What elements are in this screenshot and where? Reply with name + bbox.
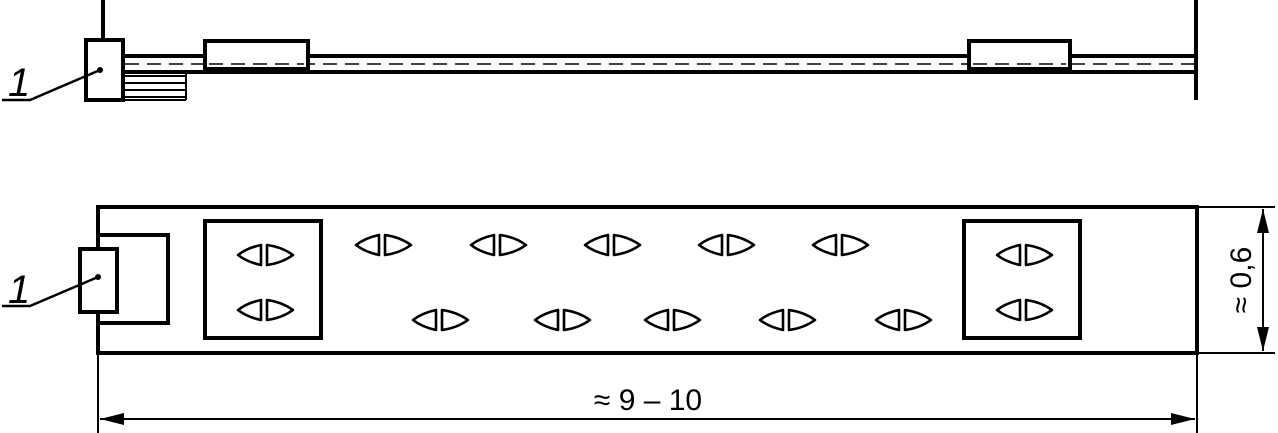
diode-arrow-symbol <box>697 233 756 257</box>
width-dimension-label: ≈ 0,6 <box>1225 247 1258 314</box>
top-left-pad <box>203 219 323 340</box>
top-callout-label: 1 <box>8 268 30 312</box>
diode-arrow-symbol <box>758 308 817 332</box>
diode-arrow-symbol <box>236 243 295 267</box>
side-view <box>2 0 1198 102</box>
diode-arrow-symbol <box>811 233 870 257</box>
diode-arrow-symbol <box>995 243 1054 267</box>
width-arrow-top <box>1257 209 1269 233</box>
symbol-group <box>236 233 1054 332</box>
diode-arrow-symbol <box>411 308 470 332</box>
side-hatched-block <box>125 72 187 101</box>
diode-arrow-symbol <box>874 308 933 332</box>
diode-arrow-symbol <box>354 233 413 257</box>
diode-arrow-symbol <box>583 233 642 257</box>
diode-arrow-symbol <box>533 308 592 332</box>
diode-arrow-symbol <box>643 308 702 332</box>
dimensions <box>97 206 1275 433</box>
length-arrow-left <box>100 413 124 425</box>
width-arrow-bottom <box>1257 327 1269 351</box>
top-clip <box>78 247 119 314</box>
diode-arrow-symbol <box>469 233 528 257</box>
top-view <box>2 205 1199 355</box>
top-callout-leader <box>2 275 99 308</box>
diode-arrow-symbol <box>995 298 1054 322</box>
side-left-pad <box>203 39 310 71</box>
top-right-pad <box>962 219 1082 340</box>
side-callout-label: 1 <box>8 61 30 105</box>
side-callout-leader <box>2 68 101 102</box>
side-clip <box>84 38 125 102</box>
side-right-pad <box>967 39 1072 71</box>
length-dimension-label: ≈ 9 – 10 <box>594 384 702 417</box>
top-strap-outline <box>96 205 1199 355</box>
length-arrow-right <box>1171 413 1195 425</box>
diode-arrow-symbol <box>236 298 295 322</box>
